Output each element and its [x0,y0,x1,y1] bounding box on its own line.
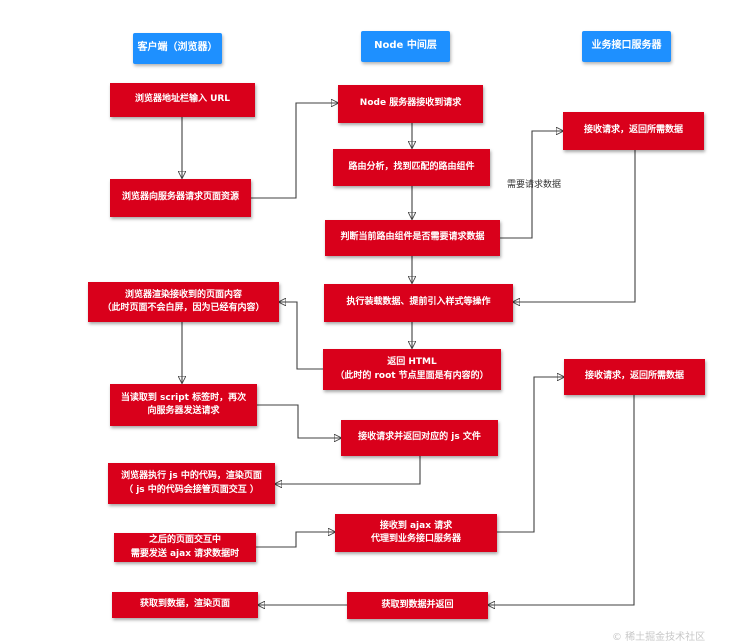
client-request-page: 浏览器向服务器请求页面资源 [110,179,251,217]
server-return-data-1: 接收请求，返回所需数据 [563,112,704,150]
edge-n3-s1 [500,131,563,239]
edge-n5-c3 [279,302,323,370]
node-route-analysis: 路由分析，找到匹配的路由组件 [333,149,490,186]
server-return-data-2: 接收请求，返回所需数据 [564,359,705,395]
node-return-data: 获取到数据并返回 [347,592,488,619]
client-ajax-interaction: 之后的页面交互中 需要发送 ajax 请求数据时 [114,533,256,562]
node-return-html: 返回 HTML （此时的 root 节点里面是有内容的） [323,349,501,390]
node-proxy-ajax: 接收到 ajax 请求 代理到业务接口服务器 [335,514,497,552]
edge-c2-n1 [251,103,338,199]
node-receive-request: Node 服务器接收到请求 [338,85,483,123]
client-render-data: 获取到数据，渲染页面 [112,592,258,618]
edge-c6-n7 [256,532,335,548]
edge-s2-n8 [488,395,635,605]
header-client: 客户端（浏览器） [133,33,222,64]
client-execute-js: 浏览器执行 js 中的代码，渲染页面 （ js 中的代码会接管页面交互 ） [108,463,275,504]
edge-c4-n6 [257,404,341,438]
client-read-script: 当读取到 script 标签时，再次 向服务器发送请求 [110,384,257,426]
edge-label-need-data: 需要请求数据 [507,180,562,190]
edge-n7-s2 [497,377,564,533]
node-load-data: 执行装载数据、提前引入样式等操作 [324,284,513,322]
watermark: © 稀土掘金技术社区 [612,632,706,643]
client-enter-url: 浏览器地址栏输入 URL [110,83,255,117]
node-check-data-need: 判断当前路由组件是否需要请求数据 [325,220,500,256]
edge-n6-c5 [275,456,421,484]
node-return-js: 接收请求并返回对应的 js 文件 [341,420,498,456]
edge-s1-n4 [513,150,636,302]
header-server: 业务接口服务器 [582,31,671,62]
client-render-content: 浏览器渲染接收到的页面内容 （此时页面不会白屏，因为已经有内容） [88,282,279,322]
header-node: Node 中间层 [361,31,450,62]
